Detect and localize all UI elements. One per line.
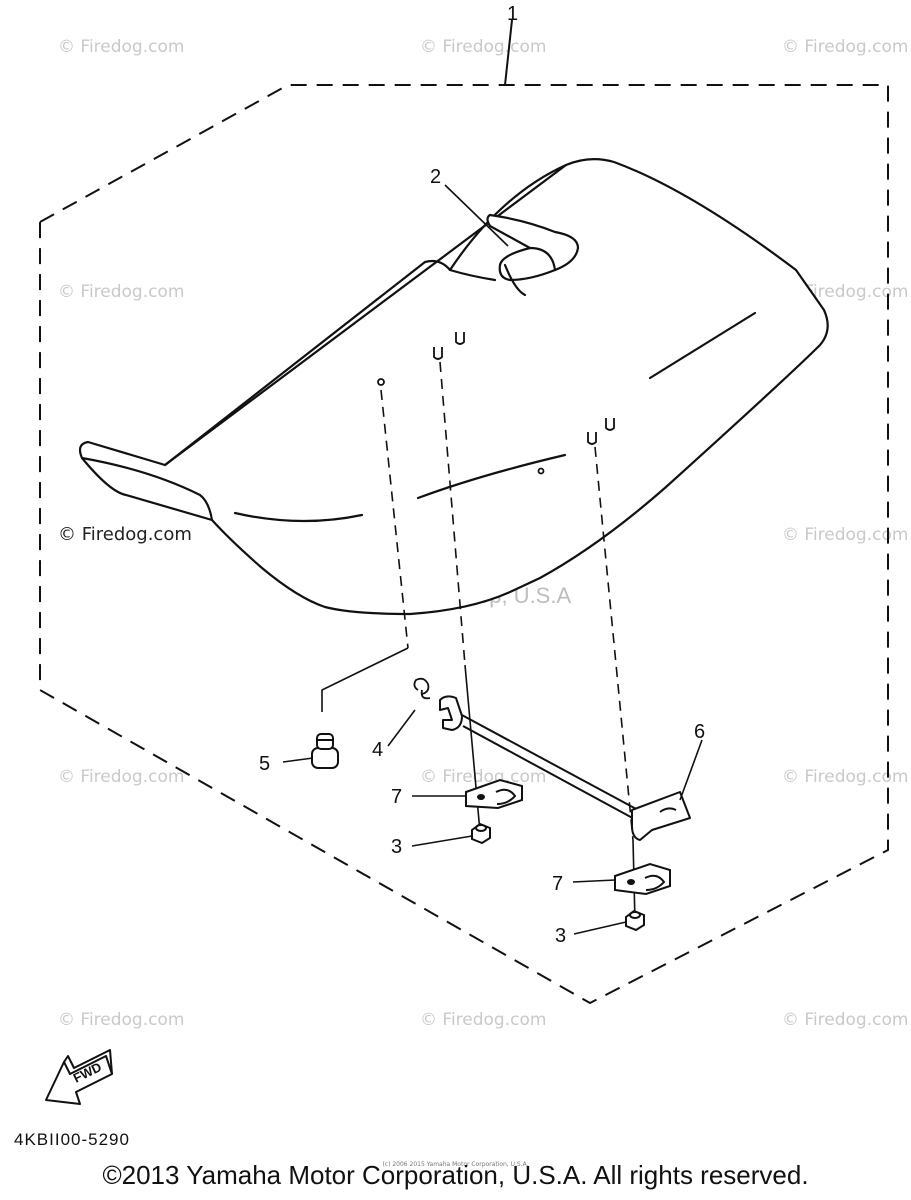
bracket-lower — [614, 862, 671, 896]
nut-upper — [471, 822, 491, 845]
watermark: © Firedog.com — [782, 1010, 908, 1030]
watermark: © Firedog.com — [58, 282, 184, 302]
watermark: © Firedog.com — [782, 525, 908, 545]
watermark: © Firedog.com — [782, 37, 908, 57]
part-label-4: 4 — [372, 739, 383, 761]
callout-leaders — [282, 184, 703, 935]
small-copyright: (c) 2006 2015 Yamaha Motor Corporation, … — [382, 1161, 529, 1168]
watermark: © Firedog.com — [58, 767, 184, 787]
part-label-7: 7 — [552, 873, 563, 895]
part-label-6: 6 — [694, 721, 705, 743]
watermark: © Firedog.com — [782, 767, 908, 787]
seat-studs — [377, 332, 615, 475]
leader-line — [504, 19, 513, 86]
bracket-upper — [465, 778, 523, 810]
watermark: © Firedog.com — [58, 1010, 184, 1030]
damper — [311, 733, 339, 769]
watermark: © Firedog.com — [420, 767, 546, 787]
nut-lower — [625, 909, 645, 932]
watermark: © Firedog.com — [420, 37, 546, 57]
seat — [78, 158, 829, 616]
seat-lock-assembly — [439, 695, 691, 841]
watermark: © Firedog.com — [58, 37, 184, 57]
assembly-boundary — [39, 84, 889, 1005]
watermark-dark: © Firedog.com — [58, 524, 192, 545]
part-label-3: 3 — [555, 925, 566, 947]
installation-lines — [380, 361, 634, 841]
part-label-7: 7 — [391, 786, 402, 808]
part-label-5: 5 — [259, 753, 270, 775]
diagram-code: 4KBII00-5290 — [14, 1130, 130, 1149]
copyright-footer: ©2013 Yamaha Motor Corporation, U.S.A. A… — [102, 1160, 809, 1190]
forward-arrow-icon: FWD — [45, 1049, 113, 1105]
watermark: © Firedog.com — [420, 1010, 546, 1030]
part-labels: 2 4 5 6 7 3 7 3 — [259, 166, 705, 947]
spring — [413, 677, 431, 700]
part-label-3: 3 — [391, 836, 402, 858]
part-label-2: 2 — [430, 166, 441, 188]
